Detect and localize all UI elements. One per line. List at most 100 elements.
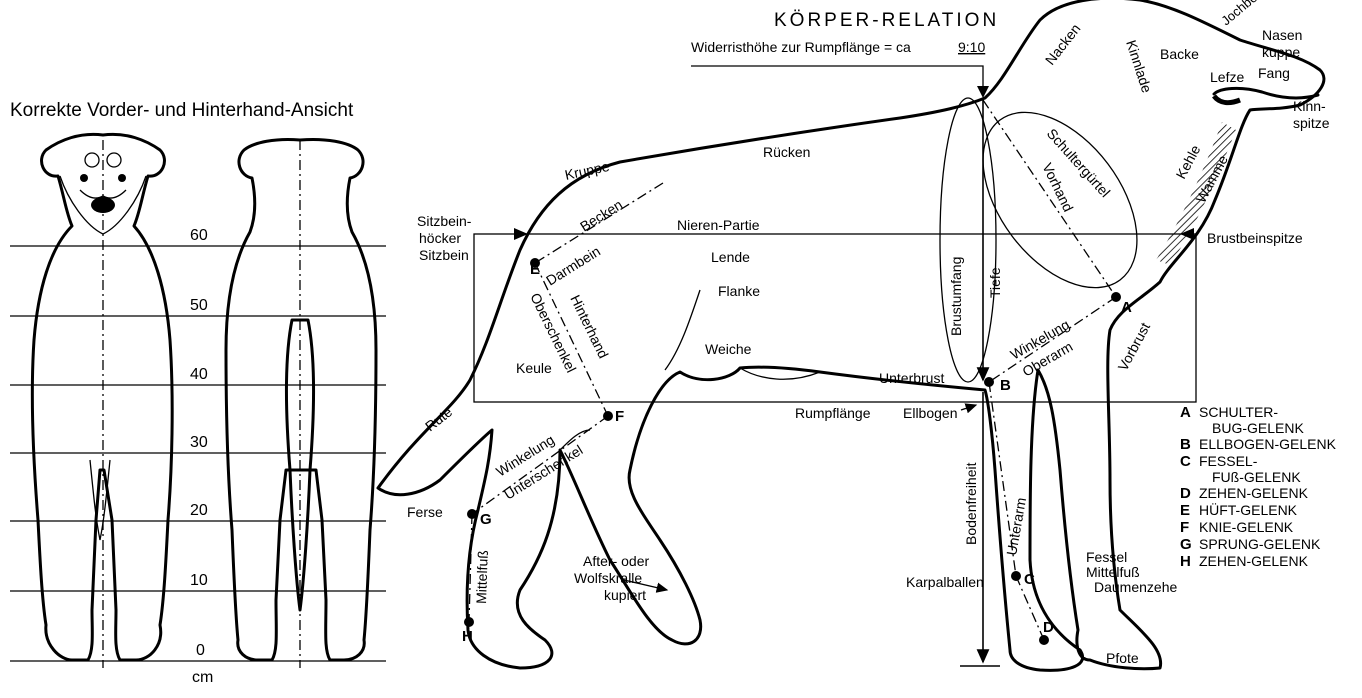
label-keule: Keule xyxy=(516,360,552,376)
flank-line xyxy=(665,290,700,370)
label-fang: Fang xyxy=(1258,65,1290,81)
legend-letter-f: F xyxy=(1180,519,1189,536)
label-nacken: Nacken xyxy=(1042,21,1084,68)
legend-g-line-1: SPRUNG-GELENK xyxy=(1199,536,1321,552)
relation-ratio: 9:10 xyxy=(958,39,985,55)
joint-letter-e: E xyxy=(530,261,540,278)
label-brustumfang: Brustumfang xyxy=(948,257,964,336)
scale-50: 50 xyxy=(190,297,208,314)
joint-letter-a: A xyxy=(1121,299,1132,316)
legend-d-line-1: ZEHEN-GELENK xyxy=(1199,485,1309,501)
chest-circumference-ellipse xyxy=(940,98,996,382)
joint-dot-f xyxy=(603,411,613,421)
label-brustbeinspitze: Brustbeinspitze xyxy=(1207,230,1303,246)
label-sitzbein-3: Sitzbein xyxy=(419,247,469,263)
label-karpalballen: Karpalballen xyxy=(906,574,984,590)
joint-dot-d xyxy=(1039,635,1049,645)
joint-letter-f: F xyxy=(615,408,624,425)
wither-pointer xyxy=(691,66,983,96)
joint-dot-b xyxy=(984,377,994,387)
label-sitzbein-1: Sitzbein- xyxy=(417,213,472,229)
label-hinterhand: Hinterhand xyxy=(567,292,611,361)
label-nieren-partie: Nieren-Partie xyxy=(677,217,760,233)
label-kinnspitze-1: Kinn- xyxy=(1293,98,1326,114)
label-unterarm: Unterarm xyxy=(1003,496,1029,556)
scale-unit: cm xyxy=(192,669,213,686)
joint-letter-g: G xyxy=(480,511,492,528)
label-lefze: Lefze xyxy=(1210,69,1244,85)
legend-letter-a: A xyxy=(1180,404,1191,421)
label-wamme: Wamme xyxy=(1193,152,1231,205)
label-rumpflaenge: Rumpflänge xyxy=(795,405,871,421)
scale-10: 10 xyxy=(190,572,208,589)
scale-0: 0 xyxy=(196,642,205,659)
label-darmbein: Darmbein xyxy=(543,243,603,289)
legend-f-line-1: KNIE-GELENK xyxy=(1199,519,1294,535)
joint-legend: A SCHULTER- BUG-GELENK B ELLBOGEN-GELENK… xyxy=(1180,404,1337,570)
label-weiche: Weiche xyxy=(705,341,752,357)
legend-letter-b: B xyxy=(1180,436,1191,453)
legend-a-line-2: BUG-GELENK xyxy=(1212,420,1304,436)
scale-20: 20 xyxy=(190,502,208,519)
label-unterbrust: Unterbrust xyxy=(879,370,944,386)
front-rear-view: Korrekte Vorder- und Hinterhand-Ansicht … xyxy=(10,100,386,686)
label-ruecken: Rücken xyxy=(763,144,810,160)
legend-b-line-1: ELLBOGEN-GELENK xyxy=(1199,436,1337,452)
legend-letter-g: G xyxy=(1180,536,1192,553)
label-kinnlade: Kinnlade xyxy=(1123,38,1155,95)
rear-dog-illustration xyxy=(226,139,376,668)
label-after-1: After- oder xyxy=(583,553,649,569)
label-daumenzehe: Daumenzehe xyxy=(1094,579,1177,595)
legend-c-line-2: FUß-GELENK xyxy=(1212,469,1301,485)
joint-letter-d: D xyxy=(1043,619,1054,636)
scale-40: 40 xyxy=(190,366,208,383)
scale-labels: 60 50 40 30 20 10 0 cm xyxy=(190,227,213,686)
lip-line xyxy=(1214,88,1318,97)
relation-subtitle: Widerristhöhe zur Rumpflänge = ca xyxy=(691,39,911,55)
label-flanke: Flanke xyxy=(718,283,760,299)
scale-30: 30 xyxy=(190,434,208,451)
joint-dot-a xyxy=(1111,292,1121,302)
legend-e-line-1: HÜFT-GELENK xyxy=(1199,501,1298,518)
label-kinnspitze-2: spitze xyxy=(1293,115,1330,131)
side-view: KÖRPER-RELATION Widerristhöhe zur Rumpfl… xyxy=(378,0,1337,670)
legend-letter-e: E xyxy=(1180,502,1190,519)
label-jochbein: Jochbe xyxy=(1218,0,1260,28)
label-becken: Becken xyxy=(577,196,625,234)
legend-c-line-1: FESSEL- xyxy=(1199,453,1258,469)
label-backe: Backe xyxy=(1160,46,1199,62)
joint-dot-h xyxy=(464,617,474,627)
label-kruppe: Kruppe xyxy=(563,158,611,183)
label-bodenfreiheit: Bodenfreiheit xyxy=(963,462,979,545)
scale-60: 60 xyxy=(190,227,208,244)
label-sitzbein-2: höcker xyxy=(419,230,461,246)
label-vorhand: Vorhand xyxy=(1039,160,1076,214)
legend-a-line-1: SCHULTER- xyxy=(1199,404,1278,420)
label-fessel: Fessel xyxy=(1086,549,1127,565)
joint-letter-h: H xyxy=(462,628,473,645)
front-dog-illustration xyxy=(32,134,172,668)
label-mittelfuss-vorne: Mittelfuß xyxy=(1086,564,1140,580)
joint-letter-b: B xyxy=(1000,377,1011,394)
label-mittelfuss-hinten: Mittelfuß xyxy=(473,550,491,604)
front-view-title: Korrekte Vorder- und Hinterhand-Ansicht xyxy=(10,100,354,121)
joint-dot-g xyxy=(467,509,477,519)
label-vorbrust: Vorbrust xyxy=(1115,320,1154,374)
label-tiefe: Tiefe xyxy=(987,267,1003,298)
label-pfote: Pfote xyxy=(1106,650,1139,666)
label-nasenkuppe-1: Nasen xyxy=(1262,27,1302,43)
label-lende: Lende xyxy=(711,249,750,265)
joint-dot-c xyxy=(1011,571,1021,581)
legend-h-line-1: ZEHEN-GELENK xyxy=(1199,553,1309,569)
label-nasenkuppe-2: kuppe xyxy=(1262,44,1300,60)
label-ellbogen: Ellbogen xyxy=(903,405,958,421)
label-ferse: Ferse xyxy=(407,504,443,520)
anatomy-labels: Nacken Jochbe Backe Nasen kuppe Kinnlade… xyxy=(407,0,1330,666)
label-after-2: Wolfskralle xyxy=(574,570,642,586)
legend-letter-d: D xyxy=(1180,485,1191,502)
label-after-3: kupiert xyxy=(604,587,646,603)
label-kehle: Kehle xyxy=(1173,142,1204,181)
legend-letter-h: H xyxy=(1180,553,1191,570)
relation-title: KÖRPER-RELATION xyxy=(774,10,999,31)
